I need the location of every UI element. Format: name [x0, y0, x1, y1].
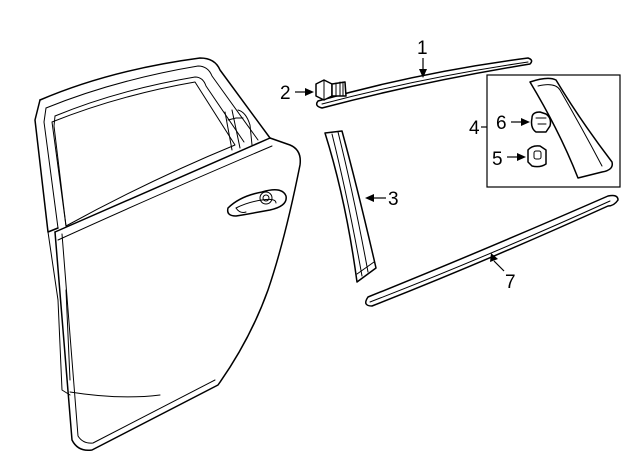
- push-clip-part: [530, 111, 552, 133]
- callout-5: 5: [492, 149, 526, 170]
- callout-4: 4: [469, 118, 487, 139]
- pillar-applique: [324, 130, 377, 283]
- bolt-part: [315, 79, 347, 101]
- upper-window-molding: [315, 57, 533, 109]
- callout-1: 1: [417, 38, 428, 78]
- callout-3-label: 3: [388, 189, 399, 210]
- rear-door-illustration: [34, 57, 302, 452]
- belt-molding: [365, 194, 619, 307]
- callout-6-label: 6: [496, 113, 507, 134]
- callout-6: 6: [496, 113, 530, 134]
- callout-2: 2: [280, 83, 314, 104]
- callout-5-label: 5: [492, 149, 503, 170]
- detail-inset-box: [486, 74, 621, 188]
- callout-2-label: 2: [280, 83, 291, 104]
- callout-7: 7: [490, 253, 516, 293]
- callout-3: 3: [365, 189, 399, 210]
- callout-7-label: 7: [505, 272, 516, 293]
- clip-nut-part: [527, 145, 547, 168]
- callout-4-label: 4: [469, 118, 480, 139]
- callout-1-label: 1: [417, 38, 428, 59]
